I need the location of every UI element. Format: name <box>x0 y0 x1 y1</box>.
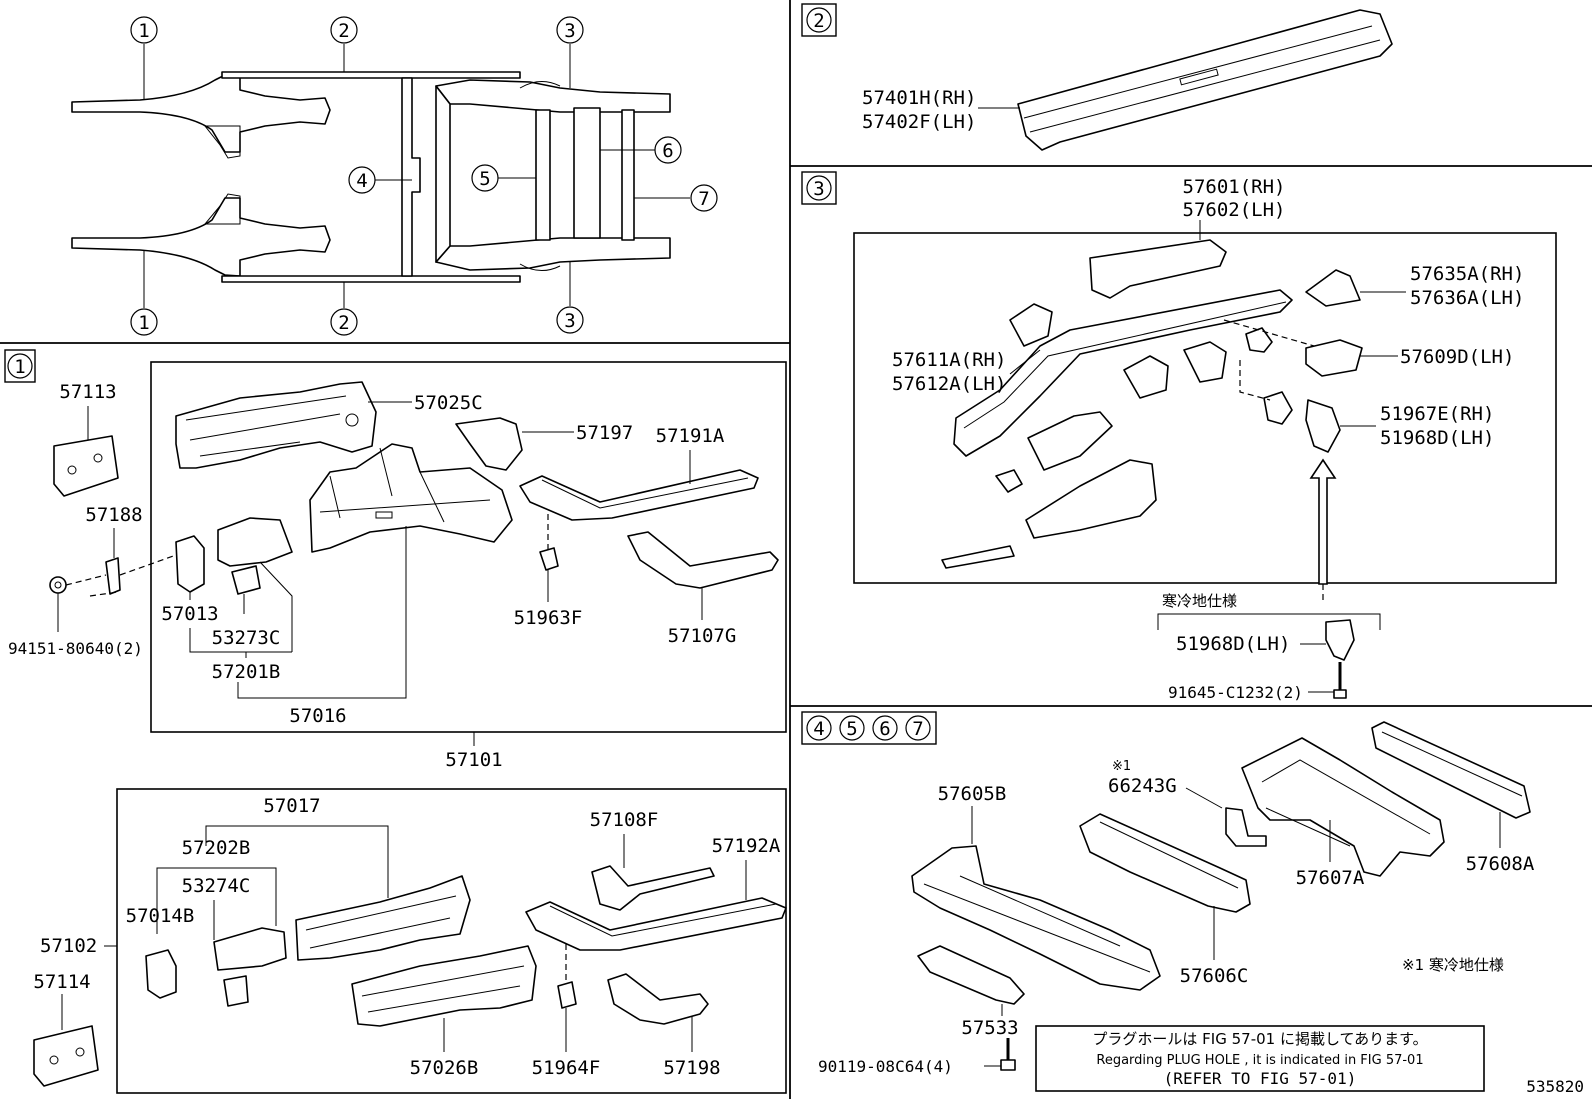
part-57025C: 57025C <box>414 392 483 414</box>
part-57114: 57114 <box>33 971 90 993</box>
section-3: 3 57601(RH) 57602(LH) 57611A(RH) 57612A(… <box>801 171 1557 702</box>
cold-spec-label: 寒冷地仕様 <box>1162 592 1237 610</box>
section-3-frame <box>853 232 1557 584</box>
part-57014B: 57014B <box>126 905 195 927</box>
part-51968D-LH-a: 51968D(LH) <box>1380 427 1494 449</box>
notice-japanese: プラグホールは FIG 57-01 に掲載してあります。 <box>1092 1030 1427 1048</box>
section-5-header: 5 <box>846 718 857 740</box>
overview-chassis-drawing <box>71 71 671 283</box>
part-51967E-RH: 51967E(RH) <box>1380 403 1494 425</box>
part-57026B: 57026B <box>410 1057 479 1079</box>
part-57201B: 57201B <box>212 661 281 683</box>
part-51963F: 51963F <box>514 607 583 629</box>
part-57198: 57198 <box>663 1057 720 1079</box>
part-57609D-LH: 57609D(LH) <box>1400 346 1514 368</box>
callout-1-top: 1 <box>138 20 149 42</box>
section-2: 2 57401H(RH) 57402F(LH) <box>801 3 1393 151</box>
part-57636A-LH: 57636A(LH) <box>1410 287 1524 309</box>
figure-id: 535820 <box>1526 1077 1584 1096</box>
part-53274C: 53274C <box>182 875 251 897</box>
part-91645-C1232: 91645-C1232(2) <box>1168 683 1303 702</box>
section-3-header: 3 <box>813 178 824 200</box>
part-57612A-LH: 57612A(LH) <box>892 373 1006 395</box>
section-1: 1 57113 57188 94151-80640(2) 57025C 5719… <box>4 349 787 771</box>
part-57611A-RH: 57611A(RH) <box>892 349 1006 371</box>
part-57607A: 57607A <box>1296 867 1365 889</box>
part-57608A: 57608A <box>1466 853 1535 875</box>
notice-refer: (REFER TO FIG 57-01) <box>1164 1069 1357 1088</box>
part-51968D-LH-b: 51968D(LH) <box>1176 633 1290 655</box>
part-57191A: 57191A <box>656 425 725 447</box>
part-57605B: 57605B <box>938 783 1007 805</box>
part-94151-80640: 94151-80640(2) <box>8 639 143 658</box>
part-57401H-RH: 57401H(RH) <box>862 87 976 109</box>
callout-4: 4 <box>356 170 367 192</box>
section-lower-left: 57017 57202B 53274C 57014B 57026B 57108F… <box>33 788 787 1094</box>
part-57016: 57016 <box>289 705 346 727</box>
overview-callouts: 1 1 2 2 3 3 4 5 6 7 <box>130 16 718 336</box>
part-57188: 57188 <box>85 504 142 526</box>
part-57607A-shape <box>1241 737 1445 877</box>
part-53273C: 53273C <box>212 627 281 649</box>
section-4-header: 4 <box>813 718 824 740</box>
note-mark-1: ※1 <box>1112 759 1131 774</box>
part-66243G: 66243G <box>1108 775 1177 797</box>
part-57017: 57017 <box>263 795 320 817</box>
callout-1-bottom: 1 <box>138 312 149 334</box>
part-51964F: 51964F <box>532 1057 601 1079</box>
rocker-panel-shape <box>1017 9 1393 151</box>
callout-3-bottom: 3 <box>564 310 575 332</box>
part-57013: 57013 <box>161 603 218 625</box>
callout-5: 5 <box>479 168 490 190</box>
section-1-frame <box>150 361 787 733</box>
plug-hole-notice-box <box>1035 1025 1485 1092</box>
part-57108F: 57108F <box>590 809 659 831</box>
part-57635A-RH: 57635A(RH) <box>1410 263 1524 285</box>
part-57101: 57101 <box>445 749 502 771</box>
part-57016-shape <box>309 443 513 553</box>
cold-spec-note: ※1 寒冷地仕様 <box>1402 956 1504 974</box>
callout-2-top: 2 <box>338 20 349 42</box>
part-57102: 57102 <box>40 935 97 957</box>
callout-6: 6 <box>662 140 673 162</box>
part-57107G: 57107G <box>668 625 737 647</box>
part-57192A: 57192A <box>712 835 781 857</box>
part-57601-RH: 57601(RH) <box>1183 176 1286 198</box>
part-57191A-shape <box>519 469 759 521</box>
part-57197: 57197 <box>576 422 633 444</box>
section-lower-frame <box>116 788 787 1094</box>
part-57533: 57533 <box>961 1017 1018 1039</box>
notice-english: Regarding PLUG HOLE , it is indicated in… <box>1096 1053 1423 1068</box>
part-57606C: 57606C <box>1180 965 1249 987</box>
part-57402F-LH: 57402F(LH) <box>862 111 976 133</box>
section-4567: 4 5 6 7 57605B 57533 90119-08C64(4) 5760… <box>801 711 1535 1092</box>
part-90119-08C64: 90119-08C64(4) <box>818 1057 953 1076</box>
callout-7: 7 <box>698 188 709 210</box>
section-6-header: 6 <box>879 718 890 740</box>
section-1-header: 1 <box>14 356 25 378</box>
section-7-header: 7 <box>912 718 923 740</box>
part-57113-shape <box>53 435 119 497</box>
section-2-header: 2 <box>813 10 824 32</box>
callout-2-bottom: 2 <box>338 312 349 334</box>
part-57113: 57113 <box>59 381 116 403</box>
part-57202B: 57202B <box>182 837 251 859</box>
callout-3-top: 3 <box>564 20 575 42</box>
part-57602-LH: 57602(LH) <box>1183 199 1286 221</box>
